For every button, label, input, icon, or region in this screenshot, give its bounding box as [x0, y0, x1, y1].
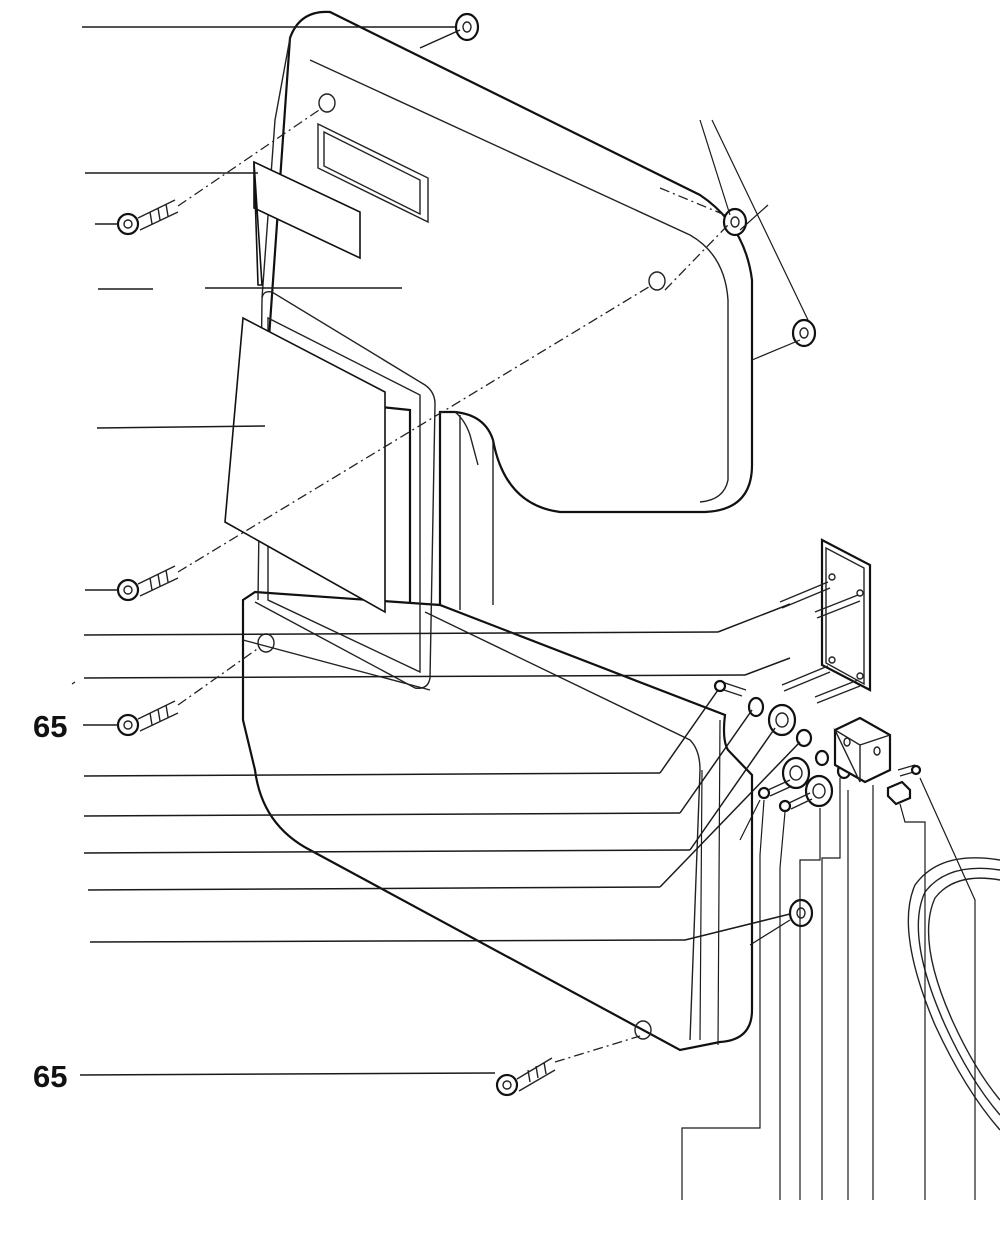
mounting-bracket-plate	[779, 538, 872, 704]
washer-right-1	[722, 207, 748, 237]
drive-belt	[907, 857, 1000, 1131]
lower-wheel-cover	[241, 290, 754, 1052]
washer-right-2	[791, 318, 817, 348]
screw-65-lower	[495, 1057, 556, 1097]
leader-lines	[71, 26, 801, 1076]
label-sticker-large	[224, 316, 386, 614]
label-sticker-small	[253, 160, 361, 260]
washer-lower	[788, 898, 814, 928]
callout-label-65-lower: 65	[33, 1059, 67, 1094]
screw-65-upper	[116, 700, 179, 737]
screw-top	[116, 199, 179, 236]
screw-middle	[116, 565, 179, 602]
assembly-center-lines	[177, 107, 729, 1063]
washer-top	[454, 12, 480, 42]
blade-guide-parts	[713, 679, 922, 813]
upper-wheel-cover	[261, 10, 754, 610]
label-stickers	[224, 160, 386, 614]
callout-label-65-upper: 65	[33, 709, 67, 744]
bottom-leader-lines	[681, 719, 976, 1200]
right-leader-lines	[699, 119, 809, 946]
